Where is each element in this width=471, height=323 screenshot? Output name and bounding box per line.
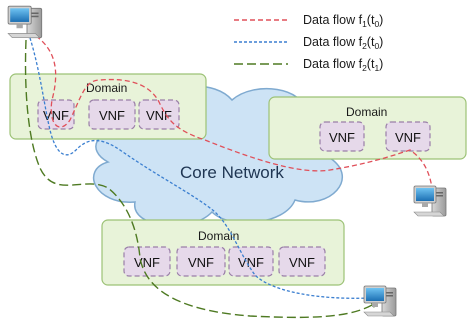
- domain-3: Domain VNF VNF VNF VNF: [101, 219, 345, 286]
- vnf-1-3: VNF: [138, 99, 180, 130]
- vnf-1-2: VNF: [88, 99, 136, 130]
- legend-label-f2-t1: Data flow f2(t1): [303, 57, 383, 73]
- domain-2-label: Domain: [346, 105, 387, 119]
- domain-2: Domain VNF VNF: [268, 96, 467, 160]
- domain-1-label: Domain: [86, 81, 127, 95]
- svg-text:VNF: VNF: [99, 108, 125, 123]
- svg-text:VNF: VNF: [134, 255, 160, 270]
- svg-text:VNF: VNF: [146, 108, 172, 123]
- vnf-1-1: VNF: [37, 99, 75, 130]
- core-network-label: Core Network: [180, 163, 284, 182]
- svg-text:VNF: VNF: [289, 255, 315, 270]
- svg-text:VNF: VNF: [188, 255, 214, 270]
- vnf-2-1: VNF: [319, 121, 365, 152]
- desktop-computer-icon: [363, 285, 397, 317]
- vnf-2-2: VNF: [385, 121, 431, 152]
- svg-text:VNF: VNF: [329, 130, 355, 145]
- legend-label-f1-t0: Data flow f1(t0): [303, 13, 383, 29]
- data-flow-f1-t0-path: [35, 35, 433, 189]
- legend-label-f2-t0: Data flow f2(t0): [303, 35, 383, 51]
- svg-text:VNF: VNF: [395, 130, 421, 145]
- data-flow-f2-t0-path: [29, 37, 371, 299]
- domain-1: Domain VNF VNF VNF: [9, 73, 207, 140]
- vnf-3-4: VNF: [278, 246, 326, 277]
- desktop-computer-icon: [7, 5, 43, 39]
- vnf-3-1: VNF: [123, 246, 171, 277]
- data-flow-f2-t1-path: [24, 39, 375, 319]
- domain-3-label: Domain: [198, 229, 239, 243]
- svg-text:VNF: VNF: [238, 255, 264, 270]
- vnf-3-2: VNF: [176, 246, 226, 277]
- legend: Data flow f1(t0) Data flow f2(t0) Data f…: [234, 13, 383, 73]
- vnf-3-3: VNF: [228, 246, 274, 277]
- svg-text:VNF: VNF: [43, 108, 69, 123]
- desktop-computer-icon: [413, 185, 447, 217]
